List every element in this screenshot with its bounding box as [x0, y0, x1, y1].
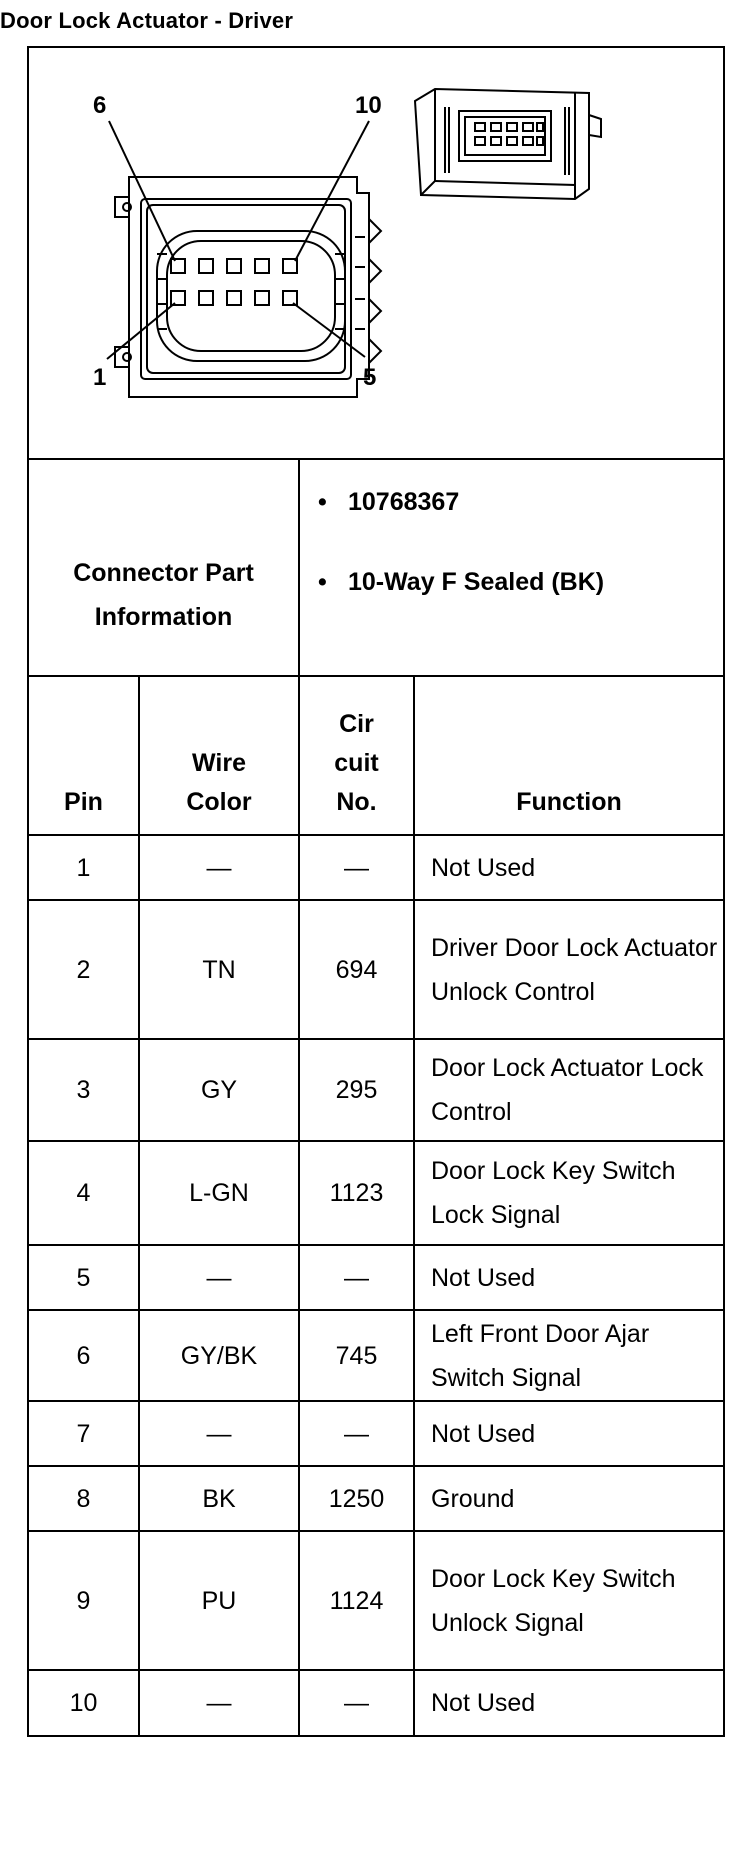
- cell-circuit: —: [298, 834, 415, 901]
- connector-info-list: •10768367 •10-Way F Sealed (BK): [298, 458, 725, 677]
- table-row: 1 — — Not Used: [27, 834, 725, 901]
- table-row: 6 GY/BK 745 Left Front Door Ajar Switch …: [27, 1309, 725, 1402]
- page-title: Door Lock Actuator - Driver: [0, 8, 294, 33]
- callout-6: 6: [93, 92, 106, 119]
- connector-diagram-cell: 6 10 1 5: [27, 46, 725, 460]
- cell-pin: 3: [27, 1038, 140, 1142]
- table-header-row: Pin Wire Color Cir cuit No. Function: [27, 675, 725, 836]
- header-circuit-no: Cir cuit No.: [298, 675, 415, 836]
- table-row: 10 — — Not Used: [27, 1669, 725, 1737]
- cell-wire-color: PU: [138, 1530, 300, 1671]
- cell-function: Door Lock Key Switch Unlock Signal: [413, 1530, 725, 1671]
- cell-circuit: —: [298, 1400, 415, 1467]
- cell-pin: 9: [27, 1530, 140, 1671]
- cell-function: Not Used: [413, 1400, 725, 1467]
- header-function: Function: [413, 675, 725, 836]
- cell-pin: 2: [27, 899, 140, 1040]
- cell-function: Not Used: [413, 1669, 725, 1737]
- cell-pin: 6: [27, 1309, 140, 1402]
- header-pin: Pin: [27, 675, 140, 836]
- cell-function: Not Used: [413, 1244, 725, 1311]
- cell-function: Not Used: [413, 834, 725, 901]
- cell-wire-color: TN: [138, 899, 300, 1040]
- connector-info-row: Connector Part Information •10768367 •10…: [27, 458, 725, 677]
- cell-circuit: 1123: [298, 1140, 415, 1246]
- housing-outline: [128, 176, 370, 398]
- cell-wire-color: GY: [138, 1038, 300, 1142]
- table-row: 3 GY 295 Door Lock Actuator Lock Control: [27, 1038, 725, 1142]
- cell-wire-color: BK: [138, 1465, 300, 1532]
- cell-pin: 8: [27, 1465, 140, 1532]
- cell-circuit: 295: [298, 1038, 415, 1142]
- cell-wire-color: —: [138, 1244, 300, 1311]
- connector-info-item: •10768367: [318, 488, 460, 516]
- connector-diagram: 6 10 1 5: [93, 87, 602, 398]
- cell-circuit: —: [298, 1669, 415, 1737]
- cell-wire-color: —: [138, 834, 300, 901]
- cell-wire-color: —: [138, 1400, 300, 1467]
- diagram-row: 6 10 1 5: [27, 46, 725, 460]
- table-row: 5 — — Not Used: [27, 1244, 725, 1311]
- cell-circuit: —: [298, 1244, 415, 1311]
- header-wire-color: Wire Color: [138, 675, 300, 836]
- cell-function: Ground: [413, 1465, 725, 1532]
- cell-wire-color: GY/BK: [138, 1309, 300, 1402]
- cell-function: Driver Door Lock Actuator Unlock Control: [413, 899, 725, 1040]
- cell-pin: 7: [27, 1400, 140, 1467]
- table-row: 9 PU 1124 Door Lock Key Switch Unlock Si…: [27, 1530, 725, 1671]
- cell-pin: 10: [27, 1669, 140, 1737]
- connector-info-item: •10-Way F Sealed (BK): [318, 568, 605, 596]
- cell-function: Left Front Door Ajar Switch Signal: [413, 1309, 725, 1402]
- connector-table: 6 10 1 5: [27, 46, 725, 1737]
- cell-circuit: 1124: [298, 1530, 415, 1671]
- connector-info-label: Connector Part Information: [27, 458, 300, 677]
- cell-circuit: 745: [298, 1309, 415, 1402]
- cell-pin: 5: [27, 1244, 140, 1311]
- cell-pin: 4: [27, 1140, 140, 1246]
- cell-wire-color: L-GN: [138, 1140, 300, 1246]
- callout-5: 5: [363, 364, 376, 391]
- cell-circuit: 694: [298, 899, 415, 1040]
- table-row: 8 BK 1250 Ground: [27, 1465, 725, 1532]
- cell-function: Door Lock Actuator Lock Control: [413, 1038, 725, 1142]
- callout-1: 1: [93, 364, 106, 391]
- cell-circuit: 1250: [298, 1465, 415, 1532]
- cell-pin: 1: [27, 834, 140, 901]
- connector-iso-view: [413, 87, 602, 201]
- table-row: 2 TN 694 Driver Door Lock Actuator Unloc…: [27, 899, 725, 1040]
- cell-function: Door Lock Key Switch Lock Signal: [413, 1140, 725, 1246]
- callout-10: 10: [355, 92, 382, 119]
- table-row: 4 L-GN 1123 Door Lock Key Switch Lock Si…: [27, 1140, 725, 1246]
- table-row: 7 — — Not Used: [27, 1400, 725, 1467]
- cell-wire-color: —: [138, 1669, 300, 1737]
